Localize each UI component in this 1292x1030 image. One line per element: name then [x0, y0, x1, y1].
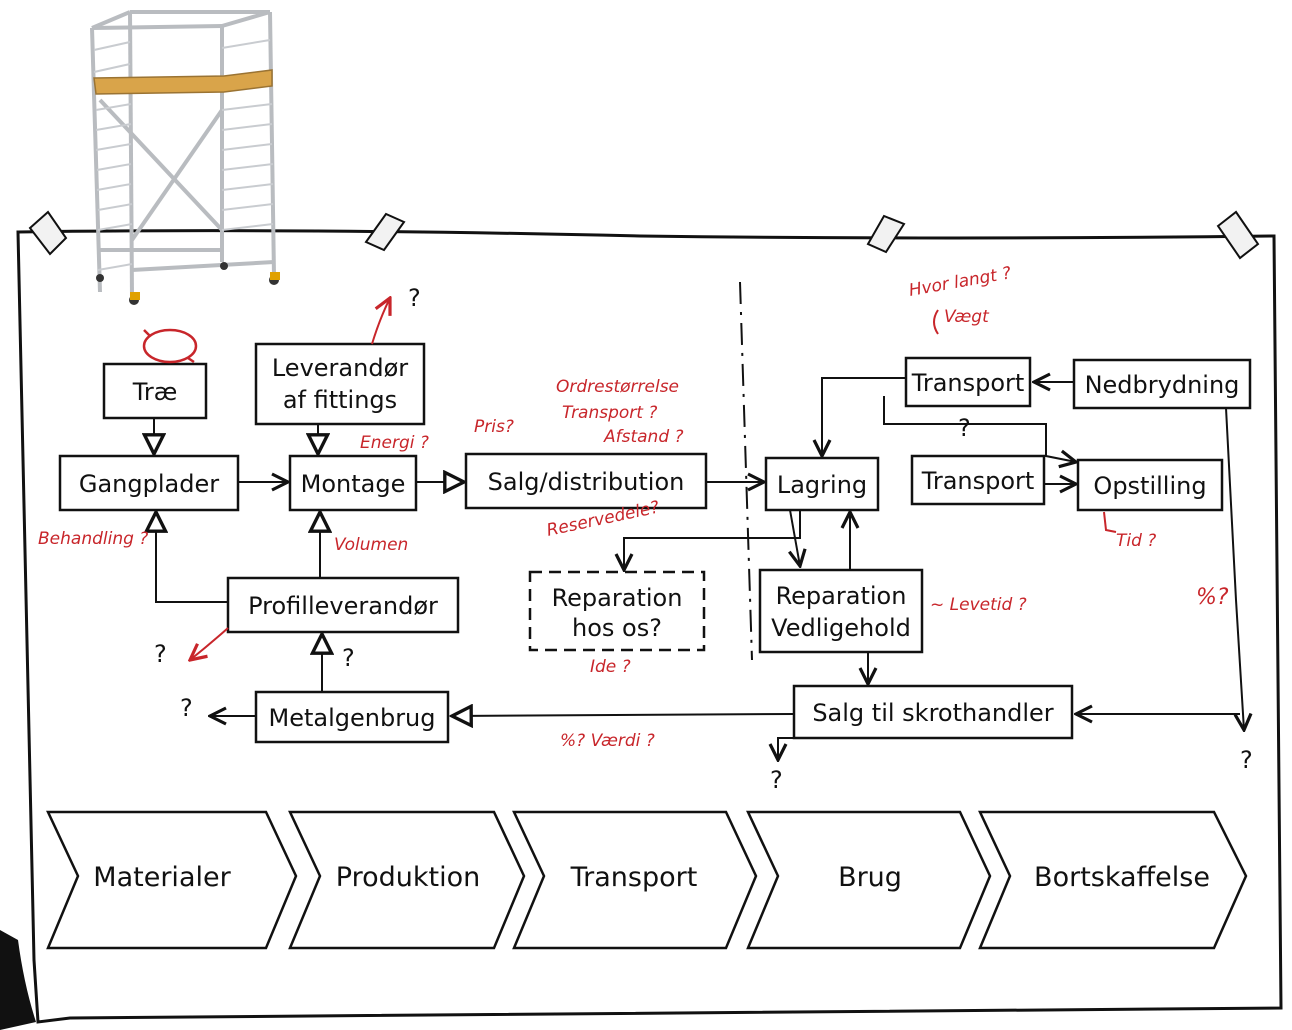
qmark-skrot-out: ? — [770, 766, 783, 794]
box-metalgenbrug-label: Metalgenbrug — [268, 704, 435, 732]
box-reparation-hos-os: Reparation hos os? — [528, 570, 706, 652]
box-salg-distribution: Salg/distribution — [464, 452, 708, 510]
box-transport-mid-label: Transport — [921, 467, 1035, 495]
arrow-leverandor-up — [371, 298, 390, 345]
box-profilleverandor-label: Profilleverandør — [248, 592, 438, 620]
box-salg-distribution-label: Salg/distribution — [488, 468, 685, 496]
box-opstilling-label: Opstilling — [1093, 472, 1206, 500]
flow-arrows — [154, 378, 1244, 760]
box-transport-top: Transport — [904, 356, 1032, 408]
arrow-lagring-reparation — [790, 509, 800, 566]
arrow-lagring-reparation-hos-os — [624, 510, 801, 570]
bracket-tid — [1103, 511, 1117, 533]
box-transport-top-label: Transport — [911, 369, 1025, 397]
lifecycle-stages: Materialer Produktion Transport Brug Bor… — [46, 810, 1248, 950]
stage-bortskaffelse: Bortskaffelse — [978, 810, 1248, 950]
box-salg-skrothandler: Salg til skrothandler — [792, 684, 1074, 740]
note-energi: Energi ? — [360, 433, 429, 453]
arrow-profil-gangplader — [156, 512, 228, 603]
qmark-profil: ? — [154, 640, 167, 668]
arrow-transport-lagring — [822, 377, 906, 456]
box-transport-mid: Transport — [910, 454, 1046, 506]
box-reparation-vedligehold: Reparation Vedligehold — [758, 568, 924, 654]
box-profilleverandor: Profilleverandør — [226, 576, 460, 634]
qmark-leverandor: ? — [408, 284, 421, 312]
stage-materialer-label: Materialer — [93, 862, 231, 893]
box-leverandor-fittings: Leverandør af fittings — [254, 342, 426, 426]
note-ordrestorrelse: Ordrestørrelse — [556, 377, 679, 397]
box-gangplader: Gangplader — [58, 454, 240, 512]
arrow-transport-opstilling-a — [883, 396, 1076, 462]
note-procent-vaerdi: %? Værdi ? — [560, 731, 655, 751]
paper-curl-shadow — [0, 930, 36, 1030]
box-montage-label: Montage — [301, 470, 406, 498]
scaffold-tower-image — [90, 10, 280, 305]
box-lagring-label: Lagring — [777, 471, 867, 499]
scaffold-deck — [93, 69, 273, 95]
stage-brug-label: Brug — [838, 862, 902, 893]
note-procent: %? — [1196, 585, 1229, 610]
qmark-bortskaf-out: ? — [1240, 746, 1253, 774]
note-tid: Tid ? — [1116, 531, 1156, 551]
stage-bortskaffelse-label: Bortskaffelse — [1034, 862, 1210, 893]
box-lagring: Lagring — [764, 456, 880, 512]
box-leverandor-line1: Leverandør — [272, 354, 408, 382]
stage-materialer: Materialer — [46, 810, 298, 950]
box-reparation-hos-os-line2: hos os? — [572, 614, 662, 642]
box-gangplader-label: Gangplader — [79, 470, 219, 498]
box-metalgenbrug: Metalgenbrug — [254, 690, 450, 744]
note-vaegt: Vægt — [944, 307, 990, 327]
arrow-nedbrydning-down — [1225, 407, 1244, 730]
qmark-metal-out: ? — [180, 694, 193, 722]
note-transport: Transport ? — [562, 403, 657, 423]
box-opstilling: Opstilling — [1076, 458, 1224, 512]
tilde-hvor-langt — [933, 309, 939, 335]
stage-produktion-label: Produktion — [336, 862, 480, 893]
box-reparation-line2: Vedligehold — [771, 614, 911, 642]
box-reparation-hos-os-line1: Reparation — [552, 584, 683, 612]
note-behandling: Behandling ? — [38, 529, 148, 549]
box-reparation-line1: Reparation — [776, 582, 907, 610]
qmark-transport: ? — [958, 414, 971, 442]
note-levetid: ~ Levetid ? — [930, 595, 1027, 615]
recycle-loop-icon — [142, 328, 198, 364]
tape-strip — [28, 210, 1260, 260]
box-salg-skrot-label: Salg til skrothandler — [812, 699, 1053, 727]
stage-transport-label: Transport — [570, 862, 698, 893]
arrow-skrot-metal — [452, 714, 795, 716]
note-volumen: Volumen — [334, 535, 408, 555]
box-montage: Montage — [288, 454, 418, 512]
box-leverandor-line2: af fittings — [283, 386, 397, 414]
stage-produktion: Produktion — [288, 810, 526, 950]
stage-transport: Transport — [512, 810, 758, 950]
note-ide: Ide ? — [590, 657, 631, 677]
stage-brug: Brug — [746, 810, 992, 950]
arrow-profil-out — [190, 627, 229, 660]
annotation-arrows — [190, 298, 1117, 660]
box-nedbrydning: Nedbrydning — [1072, 358, 1252, 410]
question-marks: ? ? ? ? ? ? ? — [154, 284, 1253, 794]
arrow-skrot-out — [778, 737, 800, 760]
box-trae-label: Træ — [132, 378, 178, 406]
box-nedbrydning-label: Nedbrydning — [1085, 371, 1240, 399]
qmark-metal-profil: ? — [342, 644, 355, 672]
note-pris: Pris? — [474, 417, 514, 437]
note-afstand: Afstand ? — [603, 427, 684, 447]
box-trae: Træ — [102, 362, 208, 420]
